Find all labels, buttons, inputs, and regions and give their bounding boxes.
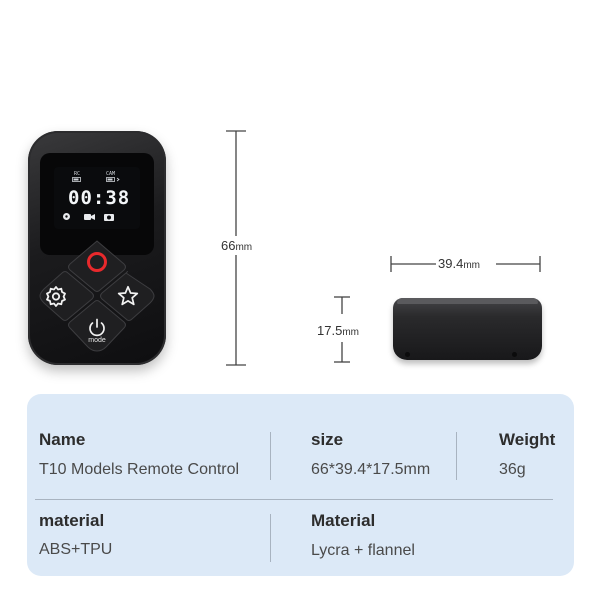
screen-label-left: RC	[74, 171, 81, 177]
width-unit: mm	[463, 260, 480, 271]
base-screw	[405, 352, 410, 357]
video-screen-icon	[84, 212, 95, 221]
column-divider	[456, 432, 457, 480]
depth-dimension-line	[334, 296, 350, 363]
remote-screen: RC CAM 00:38	[54, 167, 140, 229]
width-dimension-line	[390, 256, 541, 272]
photo-screen-icon	[104, 212, 114, 221]
row-divider	[35, 499, 553, 500]
spec-table: Name T10 Models Remote Control size 66*3…	[27, 394, 574, 576]
record-key[interactable]	[68, 240, 126, 292]
settings-key[interactable]	[39, 271, 94, 321]
column-divider	[270, 514, 271, 562]
base-top-edge	[397, 298, 538, 304]
height-dimension-label: 66mm	[221, 236, 253, 255]
height-value: 66	[221, 238, 236, 253]
name-value: T10 Models Remote Control	[39, 461, 240, 478]
screen-label-right: CAM	[106, 171, 116, 177]
width-dimension-label: 39.4mm	[438, 256, 480, 271]
battery-icon	[72, 177, 82, 182]
depth-unit: mm	[342, 327, 359, 338]
remote-front-image: RC CAM 00:38	[28, 131, 166, 365]
screen-bezel: RC CAM 00:38	[40, 153, 154, 255]
base-side-image	[393, 298, 542, 360]
gear-icon[interactable]	[45, 285, 67, 307]
weight-label: Weight	[499, 430, 556, 449]
height-unit: mm	[235, 242, 253, 253]
depth-value: 17.5	[317, 323, 343, 338]
base-screw	[512, 352, 517, 357]
settings-screen-icon	[62, 212, 71, 221]
material-label: material	[39, 511, 105, 530]
button-cluster	[39, 240, 155, 352]
size-value: 66*39.4*17.5mm	[311, 461, 431, 478]
power-icon[interactable]	[86, 318, 108, 338]
weight-value: 36g	[499, 461, 526, 478]
star-icon[interactable]	[117, 285, 139, 307]
material-value: ABS+TPU	[39, 541, 113, 558]
depth-dimension-label: 17.5mm	[317, 323, 359, 338]
camera-battery-icon	[106, 177, 122, 182]
highlight-key[interactable]	[100, 271, 155, 321]
record-button-icon[interactable]	[85, 250, 109, 274]
material2-label: Material	[311, 511, 376, 530]
width-value: 39.4	[438, 256, 464, 271]
column-divider	[270, 432, 271, 480]
material2-value: Lycra + flannel	[311, 542, 415, 559]
size-label: size	[311, 430, 344, 449]
mode-label: mode	[88, 337, 106, 344]
name-label: Name	[39, 430, 86, 449]
screen-time: 00:38	[68, 187, 131, 209]
